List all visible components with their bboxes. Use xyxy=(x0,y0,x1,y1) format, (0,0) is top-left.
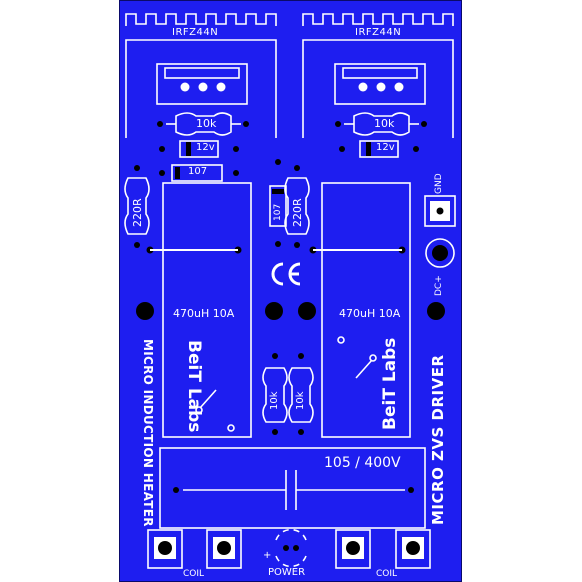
resistor-220r-right-label: 220R xyxy=(291,198,304,227)
pcb-board xyxy=(119,0,462,582)
mosfet-right-label: IRFZ44N xyxy=(355,27,402,38)
resistor-10k-left-label: 10k xyxy=(196,117,217,130)
mosfet-left-label: IRFZ44N xyxy=(172,27,219,38)
side-label-right: MICRO ZVS DRIVER xyxy=(429,354,447,525)
mosfet-pins xyxy=(180,82,404,92)
logo-right: BeiT Labs xyxy=(380,337,400,430)
resistor-107-mid-label: 107 xyxy=(273,203,283,221)
resistor-220r-left-label: 220R xyxy=(131,198,144,227)
coil-right-label: COIL xyxy=(376,569,398,579)
gnd-label: GND xyxy=(434,173,444,194)
inductor-left-label: 470uH 10A xyxy=(173,307,235,320)
ce-mark xyxy=(271,262,301,286)
resistor-10k-center-1-label: 10k xyxy=(269,391,280,410)
resistor-10k-right-label: 10k xyxy=(374,117,395,130)
zener-right-label: 12v xyxy=(376,142,395,153)
terminal-pads xyxy=(154,537,424,559)
mosfet-right-outline xyxy=(302,39,454,138)
resistor-107-top-label: 107 xyxy=(188,166,208,177)
dc-plus-pad xyxy=(432,245,448,261)
heatsink-left xyxy=(125,13,277,26)
inductor-right-label: 470uH 10A xyxy=(339,307,401,320)
zener-left-label: 12v xyxy=(196,142,215,153)
mosfet-left-outline xyxy=(125,39,277,138)
heatsink-right xyxy=(302,13,454,26)
logo-left: BeiT Labs xyxy=(184,340,204,433)
capacitor-label: 105 / 400V xyxy=(324,455,401,471)
small-pads xyxy=(134,121,427,551)
resistor-10k-center-2-label: 10k xyxy=(295,391,306,410)
coil-left-label: COIL xyxy=(183,569,205,579)
large-pads xyxy=(136,302,445,320)
dc-plus-label: DC+ xyxy=(434,275,444,296)
side-label-left: MICRO INDUCTION HEATER xyxy=(141,339,155,527)
power-label: POWER xyxy=(268,567,306,578)
power-plus-label: + xyxy=(263,550,272,561)
